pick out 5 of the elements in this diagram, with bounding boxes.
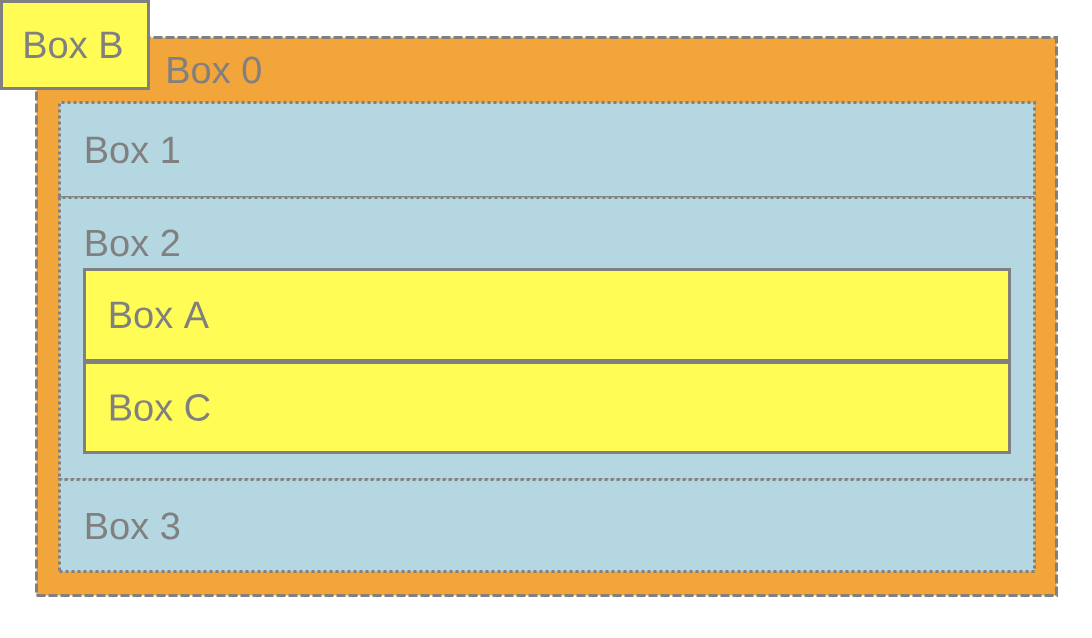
section-box: Box 3: [58, 478, 1036, 573]
tag-box: Box B: [0, 0, 150, 90]
section-box: Box 1: [58, 101, 1036, 199]
item-box: Box C: [83, 361, 1011, 454]
item-box: Box A: [83, 268, 1011, 362]
